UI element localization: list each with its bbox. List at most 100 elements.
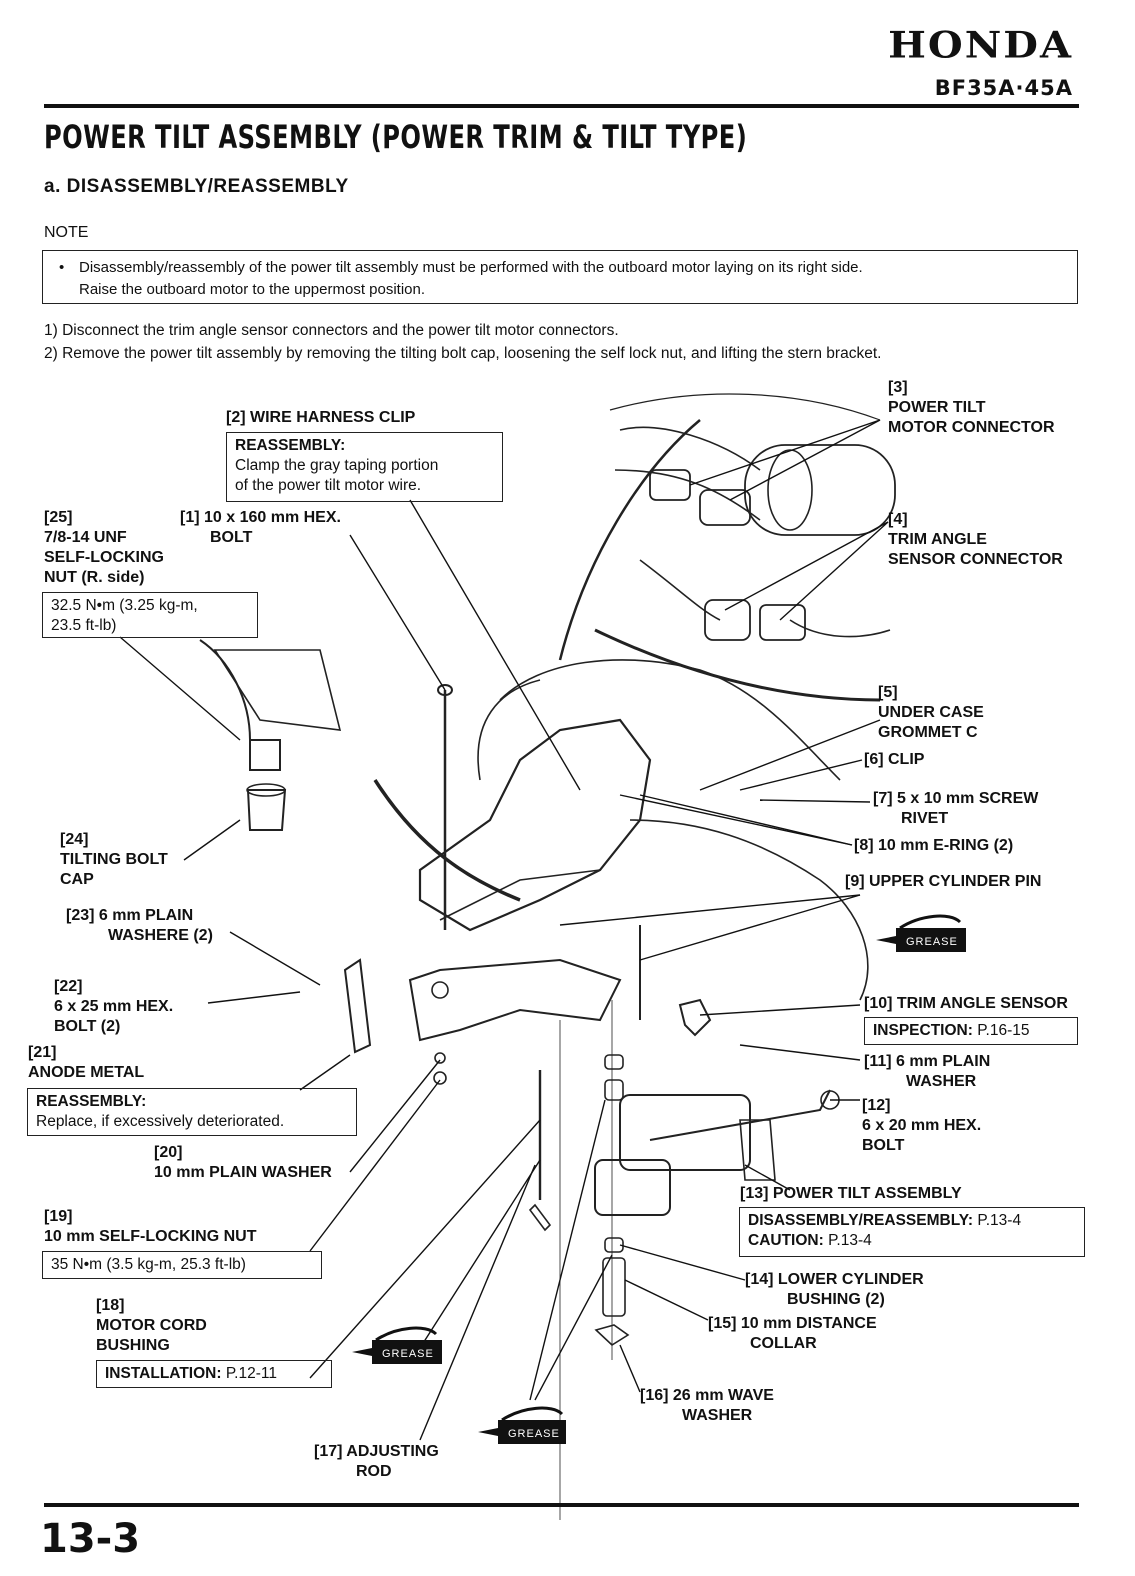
callout-11-line-2: WASHER bbox=[906, 1073, 977, 1090]
callout-20: [20] 10 mm PLAIN WASHER bbox=[154, 1143, 332, 1183]
callout-25-line-4: NUT (R. side) bbox=[44, 569, 145, 586]
callout-12-line-2: 6 x 20 mm HEX. bbox=[862, 1117, 982, 1134]
callout-16-line-2: WASHER bbox=[682, 1407, 753, 1424]
callout-25-line-2: 7/8-14 UNF bbox=[44, 529, 127, 546]
note-label: NOTE bbox=[44, 224, 89, 241]
callout-25: [25] 7/8-14 UNF SELF-LOCKING NUT (R. sid… bbox=[44, 508, 164, 588]
grease-tube-icon bbox=[352, 914, 966, 1444]
page-number: 13-3 bbox=[40, 1516, 141, 1562]
brand-logo: HONDA bbox=[888, 24, 1073, 67]
callout-24-line-3: CAP bbox=[60, 871, 94, 888]
callout-12-line-3: BOLT bbox=[862, 1137, 905, 1154]
callout-21-box-line: Replace, if excessively deteriorated. bbox=[36, 1113, 285, 1130]
callout-10: [10] TRIM ANGLE SENSOR bbox=[864, 995, 1068, 1012]
callout-25-line-1: [25] bbox=[44, 509, 73, 526]
callout-5-line-3: GROMMET C bbox=[878, 724, 978, 741]
callout-4-line-3: SENSOR CONNECTOR bbox=[888, 551, 1063, 568]
callout-23-line-1: [23] 6 mm PLAIN bbox=[66, 907, 194, 924]
callout-19: [19] 10 mm SELF-LOCKING NUT bbox=[44, 1207, 256, 1247]
callout-18-box: INSTALLATION: P.12-11 bbox=[96, 1360, 332, 1388]
callout-15-line-1: [15] 10 mm DISTANCE bbox=[708, 1315, 877, 1332]
callout-15: [15] 10 mm DISTANCE COLLAR bbox=[708, 1314, 877, 1354]
callout-7-line-1: [7] 5 x 10 mm SCREW bbox=[873, 790, 1039, 807]
callout-20-line-1: [20] bbox=[154, 1144, 183, 1161]
callout-10-box-ref: P.16-15 bbox=[977, 1022, 1030, 1039]
callout-17: [17] ADJUSTING ROD bbox=[314, 1442, 439, 1482]
callout-4-line-2: TRIM ANGLE bbox=[888, 531, 987, 548]
callout-24-line-2: TILTING BOLT bbox=[60, 851, 168, 868]
callout-7-line-2: RIVET bbox=[901, 810, 949, 827]
callout-23: [23] 6 mm PLAIN WASHERE (2) bbox=[66, 906, 213, 946]
callout-13-box-ref-2: P.13-4 bbox=[828, 1232, 872, 1249]
callout-2: [2] WIRE HARNESS CLIP bbox=[226, 409, 416, 426]
callout-2-box: REASSEMBLY: Clamp the gray taping portio… bbox=[226, 432, 503, 502]
callout-8: [8] 10 mm E-RING (2) bbox=[854, 837, 1014, 854]
callout-18-line-3: BUSHING bbox=[96, 1337, 170, 1354]
note-line-2: Raise the outboard motor to the uppermos… bbox=[79, 281, 426, 298]
callout-6: [6] CLIP bbox=[864, 751, 925, 768]
callout-13-box-ref-1: P.13-4 bbox=[977, 1212, 1022, 1229]
step-2: 2) Remove the power tilt assembly by rem… bbox=[44, 345, 882, 362]
callout-21-box-head: REASSEMBLY: bbox=[36, 1093, 147, 1110]
callout-13-box-head-2: CAUTION: bbox=[748, 1232, 824, 1249]
callout-22-line-3: BOLT (2) bbox=[54, 1018, 121, 1035]
callout-16: [16] 26 mm WAVE WASHER bbox=[640, 1386, 774, 1426]
callout-4: [4] TRIM ANGLE SENSOR CONNECTOR bbox=[888, 510, 1063, 570]
callout-5-line-2: UNDER CASE bbox=[878, 704, 984, 721]
page-title: POWER TILT ASSEMBLY (POWER TRIM & TILT T… bbox=[44, 118, 748, 156]
callout-25-box-line-1: 32.5 N•m (3.25 kg-m, bbox=[51, 597, 198, 614]
callout-5: [5] UNDER CASE GROMMET C bbox=[878, 683, 984, 743]
callout-22-line-2: 6 x 25 mm HEX. bbox=[54, 998, 174, 1015]
section-title: a. DISASSEMBLY/REASSEMBLY bbox=[44, 176, 349, 197]
callout-2-box-line-2: of the power tilt motor wire. bbox=[235, 477, 422, 494]
callout-13-box: DISASSEMBLY/REASSEMBLY: P.13-4 CAUTION: … bbox=[739, 1207, 1085, 1257]
callout-3: [3] POWER TILT MOTOR CONNECTOR bbox=[888, 378, 1055, 438]
callout-5-line-1: [5] bbox=[878, 684, 898, 701]
callout-21-line-2: ANODE METAL bbox=[28, 1064, 145, 1081]
callout-24-line-1: [24] bbox=[60, 831, 89, 848]
callout-12: [12] 6 x 20 mm HEX. BOLT bbox=[862, 1096, 981, 1156]
header-rule bbox=[44, 104, 1079, 108]
callout-19-box: 35 N•m (3.5 kg-m, 25.3 ft-lb) bbox=[42, 1251, 322, 1279]
callout-15-line-2: COLLAR bbox=[750, 1335, 817, 1352]
callout-11: [11] 6 mm PLAIN WASHER bbox=[864, 1052, 990, 1092]
note-box: • Disassembly/reassembly of the power ti… bbox=[42, 250, 1078, 304]
callout-19-line-2: 10 mm SELF-LOCKING NUT bbox=[44, 1228, 257, 1245]
callout-1-line-2: BOLT bbox=[210, 529, 253, 546]
grease-label-3: GREASE bbox=[508, 1428, 560, 1440]
callout-4-line-1: [4] bbox=[888, 511, 908, 528]
model-number: BF35A·45A bbox=[934, 76, 1073, 100]
callout-2-box-line-1: Clamp the gray taping portion bbox=[235, 457, 439, 474]
footer-rule bbox=[44, 1503, 1079, 1507]
callout-19-line-1: [19] bbox=[44, 1208, 73, 1225]
callout-18: [18] MOTOR CORD BUSHING bbox=[96, 1296, 207, 1356]
callout-3-line-1: [3] bbox=[888, 379, 908, 396]
callout-18-box-ref: P.12-11 bbox=[225, 1365, 277, 1382]
callout-16-line-1: [16] 26 mm WAVE bbox=[640, 1387, 774, 1404]
callout-1-line-1: [1] 10 x 160 mm HEX. bbox=[180, 509, 341, 526]
callout-22: [22] 6 x 25 mm HEX. BOLT (2) bbox=[54, 977, 173, 1037]
callout-23-line-2: WASHERE (2) bbox=[108, 927, 213, 944]
callout-13-box-head-1: DISASSEMBLY/REASSEMBLY: bbox=[748, 1212, 974, 1229]
note-bullet: • bbox=[59, 259, 65, 276]
callout-17-line-1: [17] ADJUSTING bbox=[314, 1443, 439, 1460]
note-line-1: Disassembly/reassembly of the power tilt… bbox=[79, 259, 863, 276]
callout-3-line-3: MOTOR CONNECTOR bbox=[888, 419, 1055, 436]
callout-25-box-line-2: 23.5 ft-lb) bbox=[51, 617, 117, 634]
callout-18-line-2: MOTOR CORD bbox=[96, 1317, 207, 1334]
callout-25-line-3: SELF-LOCKING bbox=[44, 549, 164, 566]
callout-18-line-1: [18] bbox=[96, 1297, 125, 1314]
callout-21-line-1: [21] bbox=[28, 1044, 57, 1061]
callout-1: [1] 10 x 160 mm HEX. BOLT bbox=[180, 508, 341, 548]
callout-2-box-head: REASSEMBLY: bbox=[235, 437, 346, 454]
callout-13: [13] POWER TILT ASSEMBLY bbox=[740, 1185, 962, 1202]
callout-18-box-head: INSTALLATION: bbox=[105, 1365, 222, 1382]
callout-12-line-1: [12] bbox=[862, 1097, 891, 1114]
callout-20-line-2: 10 mm PLAIN WASHER bbox=[154, 1164, 332, 1181]
callout-24: [24] TILTING BOLT CAP bbox=[60, 830, 168, 890]
step-1: 1) Disconnect the trim angle sensor conn… bbox=[44, 322, 619, 339]
callout-14: [14] LOWER CYLINDER BUSHING (2) bbox=[745, 1270, 924, 1310]
grease-label-1: GREASE bbox=[906, 936, 958, 948]
callout-17-line-2: ROD bbox=[356, 1463, 392, 1480]
